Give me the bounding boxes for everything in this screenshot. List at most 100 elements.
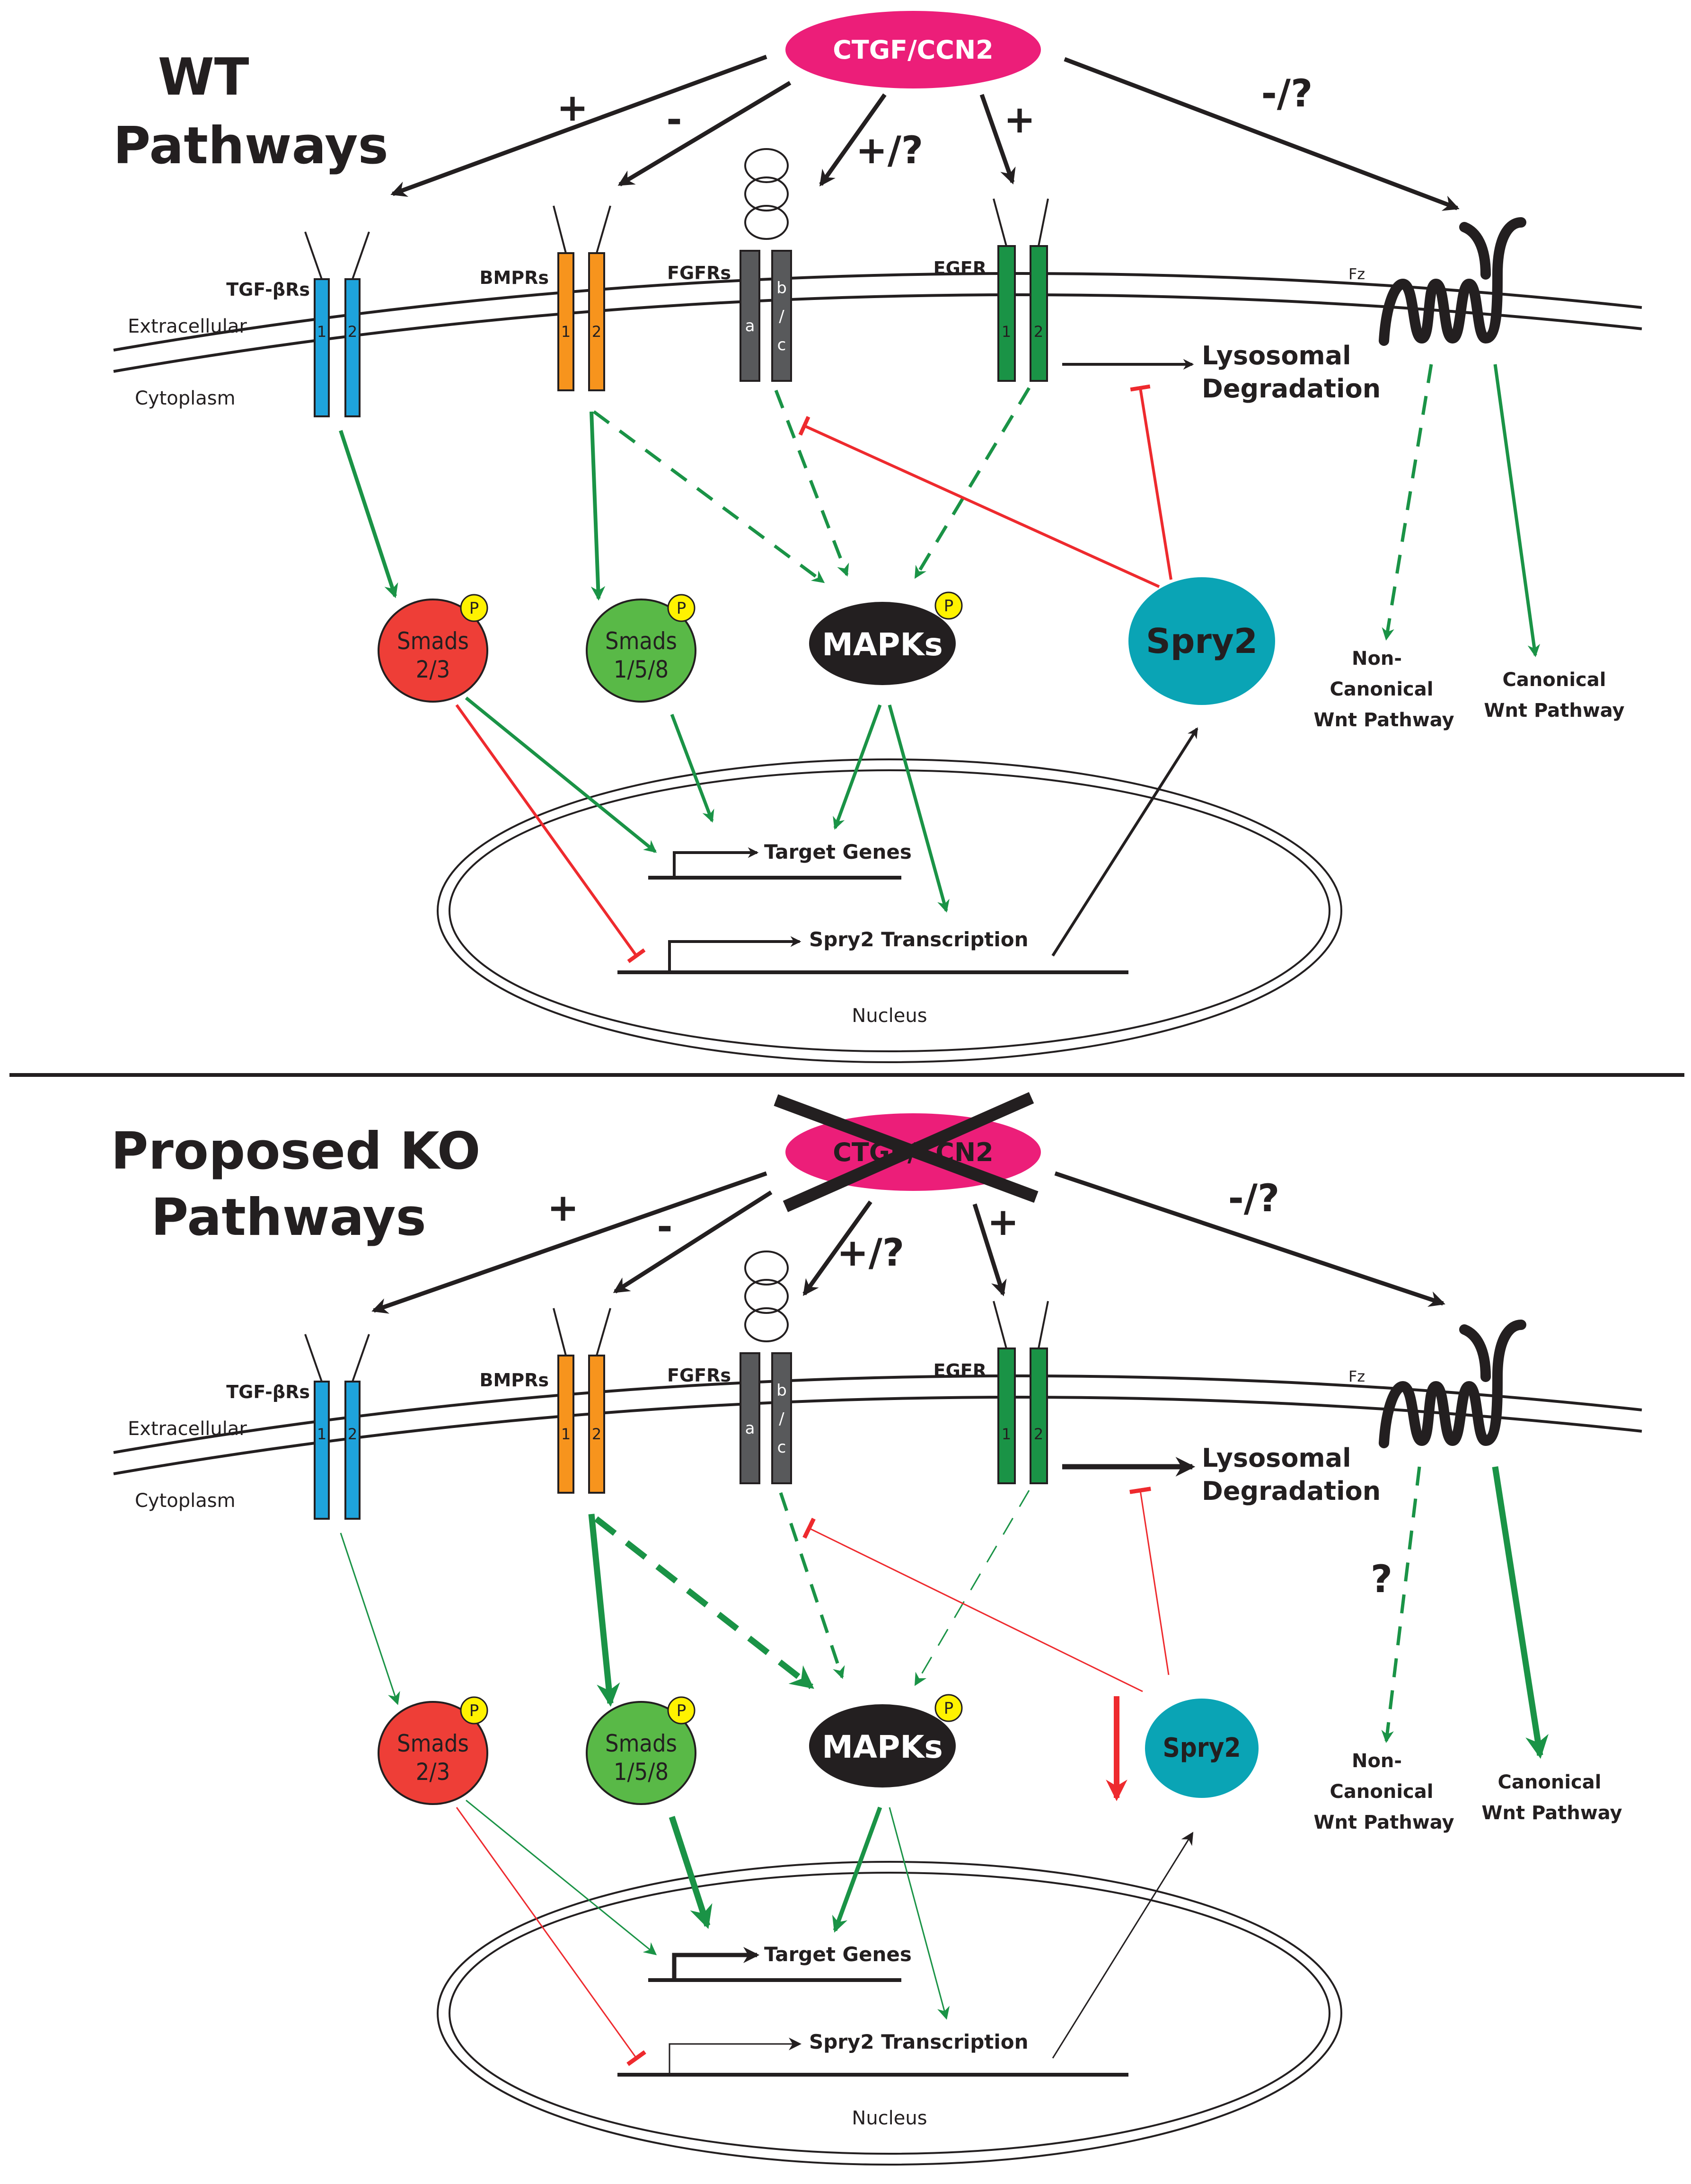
spry2-node: Spry2 <box>1128 577 1275 705</box>
ko-egf-to-mapks-arrow <box>914 1490 1030 1686</box>
tgf-receptor: 1 2 <box>304 231 370 417</box>
spry2-inhibits-lysosomal <box>1130 384 1172 580</box>
ko-mapks-to-target-arrow <box>832 1806 882 1933</box>
ko-nucleus-outer <box>437 1861 1342 2166</box>
ko-smads158-to-target-arrow <box>669 1815 713 1929</box>
svg-text:Smads: Smads <box>397 1730 469 1757</box>
svg-text:1/5/8: 1/5/8 <box>614 656 669 683</box>
panel-title-line1: WT <box>158 48 249 107</box>
tgf-to-smads23-arrow <box>339 430 398 599</box>
ko-smads23-to-target-arrow <box>466 1799 657 1955</box>
svg-text:a: a <box>745 317 755 335</box>
svg-text:1/5/8: 1/5/8 <box>614 1758 669 1786</box>
ko-lysosomal-line1: Lysosomal <box>1202 1443 1351 1473</box>
svg-text:/: / <box>779 307 784 326</box>
mapks-node: MAPKs P <box>809 591 963 685</box>
knockout-cross-line2 <box>783 1092 1034 1212</box>
mapks-to-target-arrow <box>833 704 882 830</box>
svg-text:P: P <box>944 1699 954 1718</box>
svg-text:a: a <box>745 1419 755 1438</box>
svg-text:P: P <box>469 599 479 618</box>
ko-noncanonical-line2: Canonical <box>1330 1781 1434 1803</box>
ctgf-label: CTGF/CCN2 <box>833 35 993 65</box>
noncanonical-line3: Wnt Pathway <box>1313 709 1454 731</box>
ko-question-mark: ? <box>1371 1557 1392 1601</box>
svg-text:1: 1 <box>561 323 571 341</box>
svg-text:c: c <box>777 335 786 354</box>
svg-text:MAPKs: MAPKs <box>822 1729 943 1765</box>
ko-egf-receptor: 1 2 <box>993 1301 1049 1484</box>
ko-sign-tgf: + <box>547 1186 579 1230</box>
ko-ctgf-to-fz-arrow <box>1054 1171 1445 1307</box>
svg-text:2/3: 2/3 <box>416 656 450 683</box>
ko-ctgf-to-egf-arrow <box>972 1203 1007 1296</box>
ko-mapks-node: MAPKs P <box>809 1694 963 1788</box>
svg-text:P: P <box>677 1701 687 1720</box>
svg-text:2: 2 <box>348 1425 357 1443</box>
ko-target-genes-label: Target Genes <box>764 1943 912 1966</box>
fz-to-canonical-arrow <box>1493 364 1541 657</box>
target-genes-label: Target Genes <box>764 840 912 863</box>
svg-text:Spry2: Spry2 <box>1146 621 1258 661</box>
svg-text:1: 1 <box>317 1425 326 1443</box>
ko-extracellular-label: Extracellular <box>128 1418 247 1440</box>
wt-panel: WT Pathways CTGF/CCN2 + - +/? + -/? Extr… <box>113 11 1642 1063</box>
ko-canonical-line2: Wnt Pathway <box>1481 1802 1622 1824</box>
sign-egf: + <box>1004 97 1035 141</box>
nucleus-inner <box>449 769 1330 1052</box>
spry2-transcription-to-spry2-arrow <box>1051 727 1198 957</box>
svg-text:1: 1 <box>1002 1425 1011 1443</box>
ko-sign-fgf: +/? <box>837 1231 905 1275</box>
smads158-node: Smads 1/5/8 P <box>586 594 696 703</box>
ko-cytoplasm-label: Cytoplasm <box>135 1490 236 1512</box>
ko-ctgf-to-bmp-arrow <box>613 1190 773 1294</box>
spry2-transcription-label: Spry2 Transcription <box>809 928 1029 951</box>
ctgf-to-tgf-arrow <box>390 54 767 197</box>
sign-fgf: +/? <box>856 128 924 172</box>
ko-noncanonical-line3: Wnt Pathway <box>1313 1812 1454 1833</box>
ctgf-to-fgf-arrow <box>819 93 887 187</box>
egf-receptor: 1 2 <box>993 198 1049 382</box>
ko-noncanonical-line1: Non- <box>1352 1750 1402 1772</box>
ctgf-ligand: CTGF/CCN2 <box>785 11 1041 88</box>
ko-spry2-transcription-label: Spry2 Transcription <box>809 2030 1029 2053</box>
ko-bmp-to-mapks-arrow <box>594 1516 814 1690</box>
smads158-to-target-arrow <box>670 713 714 823</box>
ko-tgf-receptor-label: TGF-βRs <box>226 1382 310 1402</box>
canonical-line2: Wnt Pathway <box>1484 700 1624 722</box>
svg-text:2: 2 <box>592 323 601 341</box>
ko-smads23-node: Smads 2/3 P <box>378 1696 488 1805</box>
ko-nucleus-label: Nucleus <box>852 2107 927 2129</box>
ko-fz-label: Fz <box>1348 1367 1365 1385</box>
ko-canonical-line1: Canonical <box>1498 1771 1602 1793</box>
ko-fz-to-noncanonical-arrow <box>1381 1466 1421 1743</box>
ctgf-ellipse <box>785 11 1041 88</box>
ko-ctgf-to-tgf-arrow <box>371 1171 767 1314</box>
lysosomal-line1: Lysosomal <box>1202 341 1351 370</box>
bmp-receptor-label: BMPRs <box>479 267 549 288</box>
ko-sign-fz: -/? <box>1228 1176 1280 1220</box>
smads23-node: Smads 2/3 P <box>378 594 488 703</box>
svg-text:2: 2 <box>592 1425 601 1443</box>
ko-sign-bmp: - <box>657 1205 672 1249</box>
ko-spry2-transcription-to-spry2-arrow <box>1052 1832 1194 2059</box>
ko-mapks-to-spry2-transcription-arrow <box>889 1807 950 2020</box>
svg-text:P: P <box>469 1701 479 1720</box>
nucleus-outer <box>437 758 1342 1063</box>
extracellular-label: Extracellular <box>128 316 247 337</box>
svg-text:1: 1 <box>317 323 326 341</box>
ko-panel-title-line2: Pathways <box>151 1188 426 1247</box>
svg-text:MAPKs: MAPKs <box>822 626 943 663</box>
noncanonical-line1: Non- <box>1352 648 1402 669</box>
svg-text:/: / <box>779 1409 784 1428</box>
fz-to-noncanonical-arrow <box>1382 364 1433 641</box>
ko-panel: Proposed KO Pathways CTGF/CCN2 + - +/? +… <box>111 1092 1642 2166</box>
ctgf-to-egf-arrow <box>979 94 1016 185</box>
sign-fz: -/? <box>1261 71 1313 115</box>
ko-sign-egf: + <box>987 1200 1019 1244</box>
svg-text:b: b <box>776 279 787 298</box>
spry2-inhibits-fgf <box>798 416 1160 588</box>
canonical-line1: Canonical <box>1503 669 1606 691</box>
svg-text:P: P <box>677 599 687 618</box>
